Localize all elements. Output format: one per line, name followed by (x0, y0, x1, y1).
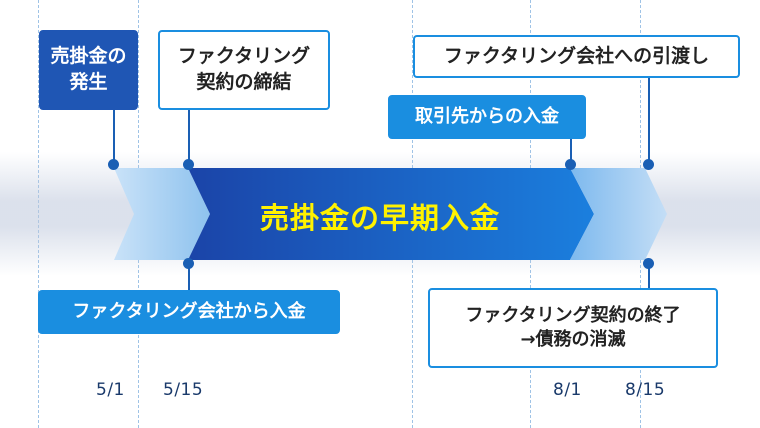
main-period-label: 売掛金の早期入金 (259, 201, 500, 235)
connector-line (570, 139, 572, 164)
connector-line (188, 108, 190, 164)
event-factor-payment: ファクタリング会社から入金 (38, 290, 340, 334)
event-handover-to-factor: ファクタリング会社への引渡し (413, 35, 740, 78)
connector-line (648, 264, 650, 290)
connector-dot (108, 159, 119, 170)
post-period-arrow (570, 168, 667, 260)
connector-dot (565, 159, 576, 170)
pre-period-arrow (114, 168, 210, 260)
event-contract-end: ファクタリング契約の終了 →債務の消滅 (428, 288, 718, 368)
date-label: 5/15 (163, 380, 204, 400)
main-period-arrow (188, 168, 594, 260)
connector-line (648, 76, 650, 164)
date-label: 5/1 (96, 380, 125, 400)
event-customer-payment: 取引先からの入金 (388, 95, 586, 139)
connector-line (188, 264, 190, 290)
connector-dot (183, 159, 194, 170)
event-factoring-contract: ファクタリング 契約の締結 (158, 30, 330, 110)
date-label: 8/1 (553, 380, 582, 400)
date-label: 8/15 (625, 380, 666, 400)
connector-dot (183, 258, 194, 269)
connector-dot (643, 258, 654, 269)
connector-dot (643, 159, 654, 170)
event-receivable-occurred: 売掛金の 発生 (39, 30, 138, 110)
connector-line (113, 108, 115, 164)
